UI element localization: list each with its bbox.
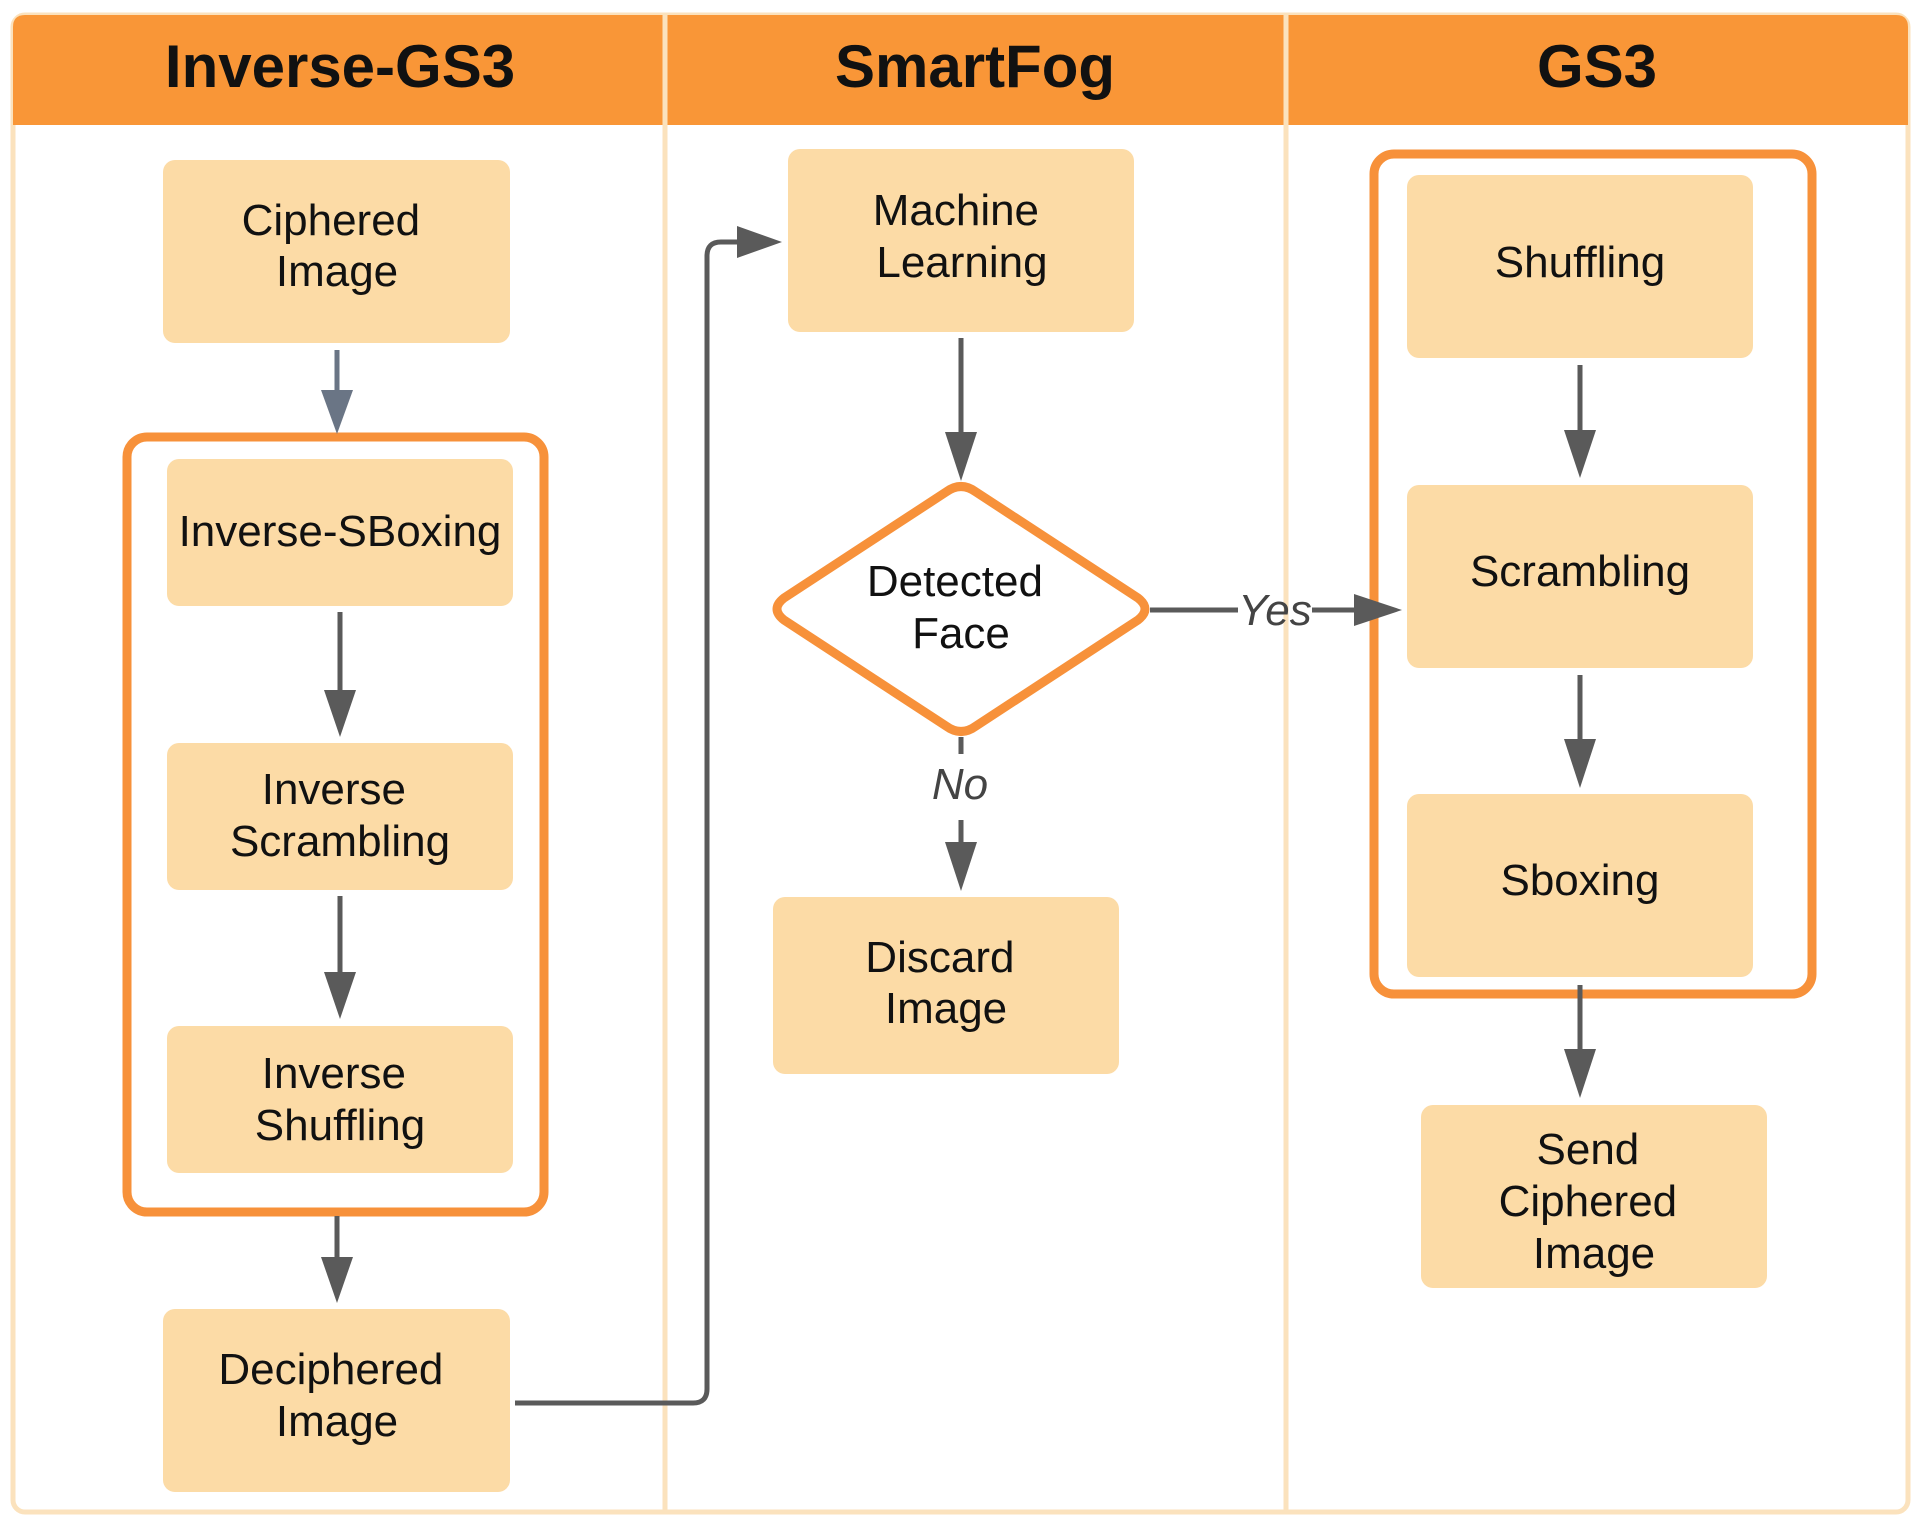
send-ciphered-image-label: Send Ciphered Image (1499, 1125, 1690, 1278)
inverse-shuffling-line-2: Shuffling (255, 1101, 425, 1150)
inverse-shuffling-node (167, 1026, 513, 1173)
lane-title-gs3: GS3 (1537, 33, 1657, 100)
inverse-sboxing-node (167, 459, 513, 606)
arrow-decision-no (945, 737, 977, 891)
scrambling-line-1: Scrambling (1470, 547, 1690, 596)
inverse-scrambling-line-2: Scrambling (230, 817, 450, 866)
edge-label-yes: Yes (1238, 586, 1311, 635)
discard-image-line-1: Discard (865, 933, 1014, 982)
sboxing-line-1: Sboxing (1500, 856, 1659, 905)
ciphered-image-line-2: Image (276, 247, 398, 296)
arrow-ciphered-to-group (321, 350, 353, 434)
edge-label-no: No (932, 760, 988, 809)
shuffling-node (1407, 175, 1753, 358)
deciphered-image-label: Deciphered Image (218, 1345, 455, 1446)
inverse-scrambling-node (167, 743, 513, 890)
arrow-group-to-deciphered (321, 1216, 353, 1303)
arrow-deciphered-to-ml (515, 226, 782, 1406)
ciphered-image-line-1: Ciphered (242, 196, 421, 245)
inverse-gs3-group (122, 432, 549, 1217)
ciphered-image-label: Ciphered Image (242, 196, 433, 296)
machine-learning-line-2: Learning (876, 238, 1047, 287)
sboxing-label: Sboxing (1500, 856, 1659, 905)
send-ciphered-image-line-1: Send (1537, 1125, 1640, 1174)
detected-face-line-1: Detected (867, 557, 1043, 606)
detected-face-decision (772, 482, 1150, 736)
ciphered-image-node (163, 160, 510, 343)
machine-learning-line-1: Machine (873, 186, 1039, 235)
arrow-shuffling-to-scrambling (1564, 365, 1596, 478)
detected-face-line-2: Face (912, 609, 1010, 658)
lane-title-inverse-gs3: Inverse-GS3 (165, 33, 515, 100)
arrow-scrambling-to-sboxing (1564, 675, 1596, 788)
detected-face-label: Detected Face (867, 557, 1055, 658)
inverse-shuffling-label: Inverse Shuffling (255, 1049, 425, 1150)
send-ciphered-image-node (1421, 1105, 1767, 1288)
gs3-group (1369, 149, 1817, 999)
lane-title-smartfog: SmartFog (835, 33, 1115, 100)
deciphered-image-line-1: Deciphered (218, 1345, 443, 1394)
machine-learning-node (788, 149, 1134, 332)
discard-image-node (773, 897, 1119, 1074)
arrow-group-to-send (1564, 985, 1596, 1098)
inverse-scrambling-label: Inverse Scrambling (230, 765, 450, 866)
machine-learning-label: Machine Learning (873, 186, 1052, 287)
inverse-shuffling-line-1: Inverse (262, 1049, 406, 1098)
discard-image-label: Discard Image (865, 933, 1026, 1033)
arrow-decision-yes (1150, 594, 1402, 626)
send-ciphered-image-line-3: Image (1533, 1229, 1655, 1278)
arrow-ml-to-decision (945, 338, 977, 481)
deciphered-image-node (163, 1309, 510, 1492)
discard-image-line-2: Image (885, 984, 1007, 1033)
arrow-sboxing-to-scrambling (324, 612, 356, 737)
scrambling-node (1407, 485, 1753, 668)
scrambling-label: Scrambling (1470, 547, 1690, 596)
inverse-scrambling-line-1: Inverse (262, 765, 406, 814)
sboxing-node (1407, 794, 1753, 977)
header-band (13, 15, 1908, 125)
arrow-scrambling-to-shuffling (324, 896, 356, 1019)
send-ciphered-image-line-2: Ciphered (1499, 1177, 1678, 1226)
deciphered-image-line-2: Image (276, 1397, 398, 1446)
inverse-sboxing-line-1: Inverse-SBoxing (179, 507, 502, 556)
shuffling-label: Shuffling (1495, 238, 1665, 287)
shuffling-line-1: Shuffling (1495, 238, 1665, 287)
inverse-sboxing-label: Inverse-SBoxing (179, 507, 502, 556)
